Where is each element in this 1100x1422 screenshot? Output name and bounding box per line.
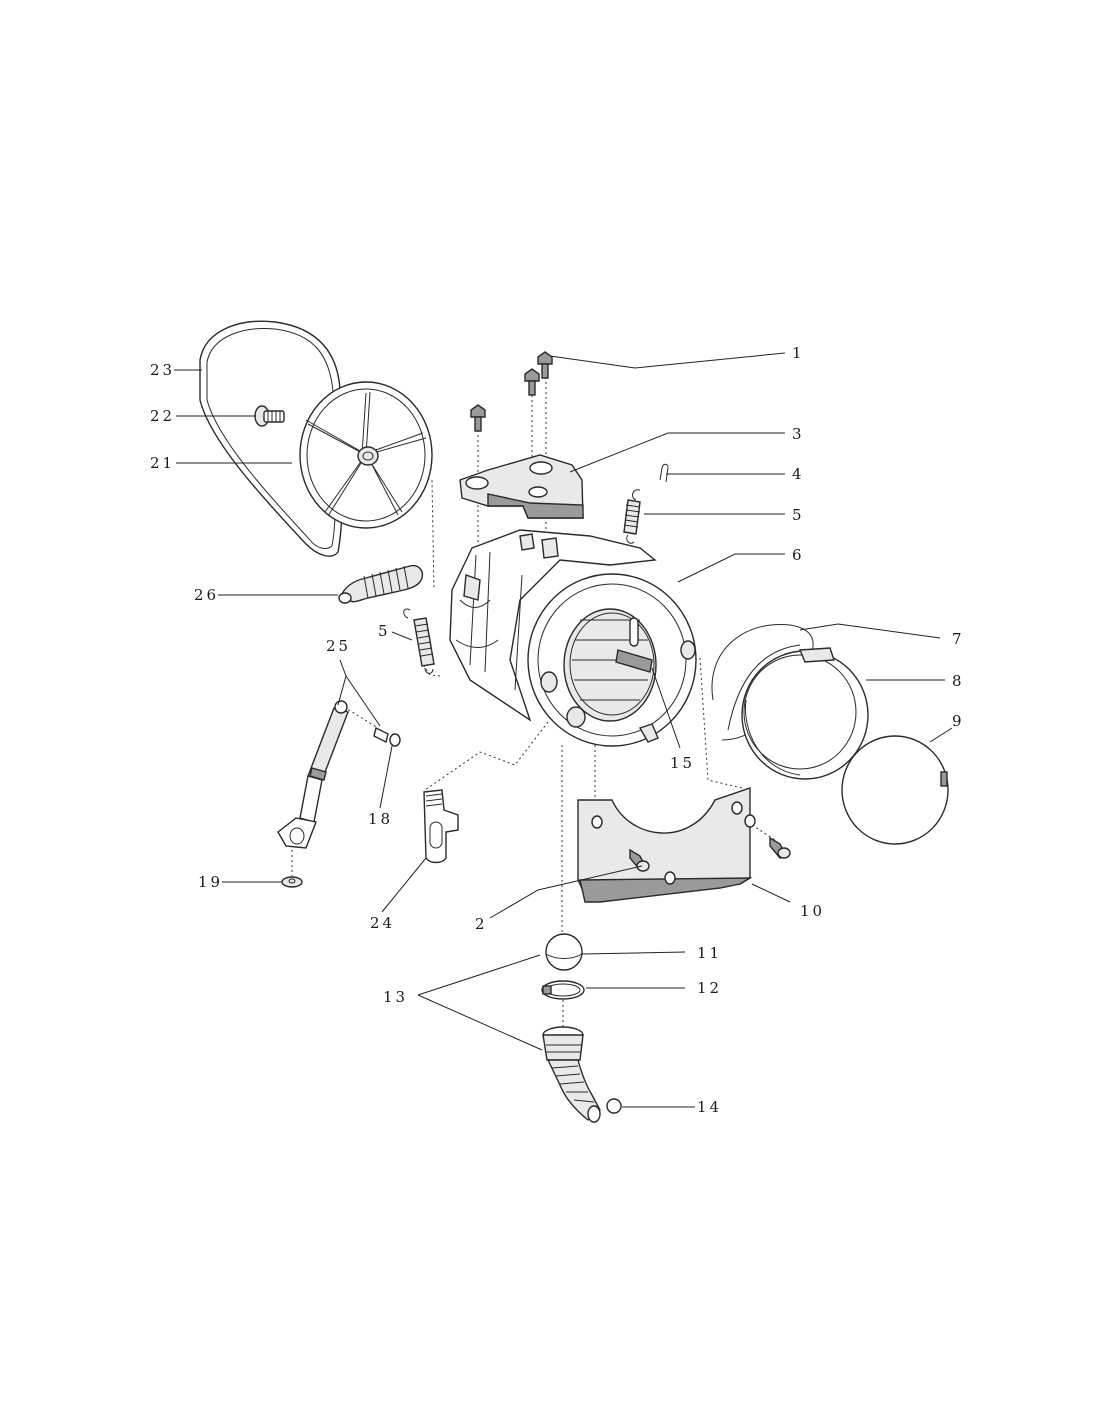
part-24-sump-housing [423, 789, 459, 864]
callout-14: 14 [697, 1098, 722, 1116]
part-2-screws [629, 814, 791, 872]
callout-11: 11 [697, 944, 722, 962]
callout-22: 22 [150, 407, 175, 425]
callout-12: 12 [697, 979, 722, 997]
callout-19: 19 [198, 873, 223, 891]
callout-25: 25 [326, 637, 351, 655]
callout-2: 2 [475, 915, 488, 933]
callout-10: 10 [800, 902, 825, 920]
part-26-bellow-hose [338, 564, 424, 604]
part-1-screws [470, 351, 553, 432]
part-9-ring-clamp [841, 735, 949, 845]
part-4-spring-clip [659, 463, 669, 483]
callout-21: 21 [150, 454, 175, 472]
part-14-hose-clip [606, 1098, 622, 1114]
part-5-springs [403, 489, 641, 674]
callout-26: 26 [194, 586, 219, 604]
callout-18: 18 [368, 810, 393, 828]
callout-23: 23 [150, 361, 175, 379]
part-13-sump-hose [542, 1026, 601, 1123]
callout-9: 9 [952, 712, 965, 730]
leader-lines [174, 352, 953, 1108]
callout-5-left: 5 [378, 622, 391, 640]
callout-7: 7 [952, 630, 965, 648]
part-11-ball-valve [545, 933, 583, 971]
part-21-drum-pulley [299, 381, 433, 529]
part-8-front-ring [741, 647, 869, 780]
callout-numbers: 1 3 4 5 6 7 8 9 10 11 12 13 14 15 2 24 1… [150, 344, 965, 1116]
part-25-shock-absorber [277, 700, 349, 849]
part-19-washer [281, 876, 303, 888]
callout-24: 24 [370, 914, 395, 932]
part-6-tub-assembly [449, 529, 697, 747]
callout-5-right: 5 [792, 506, 805, 524]
callout-3: 3 [792, 425, 805, 443]
part-18-shock-pin [373, 726, 401, 747]
callout-1: 1 [792, 344, 805, 362]
callout-6: 6 [792, 546, 805, 564]
part-10-lower-counterweight [577, 787, 753, 903]
part-12-hose-clamp [541, 980, 585, 1000]
part-3-upper-counterweight [459, 454, 584, 519]
callout-8: 8 [952, 672, 965, 690]
callout-13: 13 [383, 988, 408, 1006]
callout-15: 15 [670, 754, 695, 772]
callout-4: 4 [792, 465, 805, 483]
